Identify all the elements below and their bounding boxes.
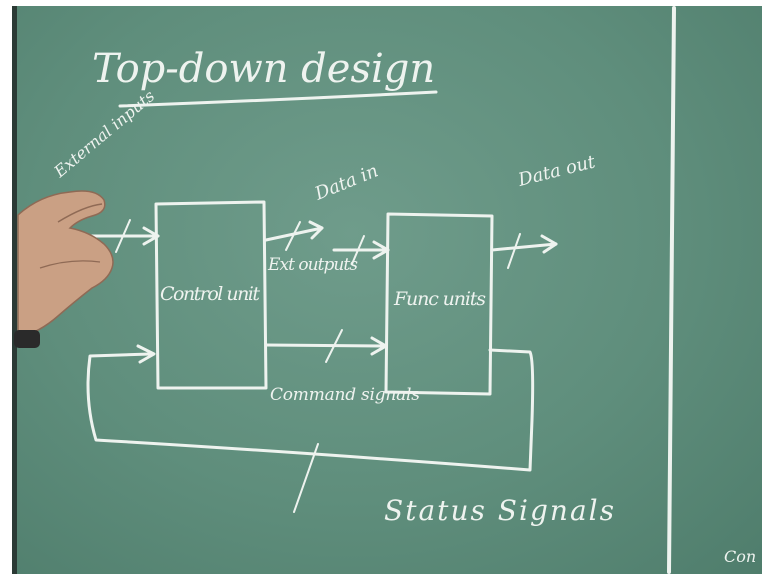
func-units-label: Func units (393, 288, 486, 310)
diagram-title: Top-down design (92, 46, 435, 92)
board-divider-line (669, 8, 674, 572)
status-signals-label: Status Signals (384, 494, 614, 527)
edge-text-fragment: Con (724, 547, 756, 566)
external-inputs-label: External inputs (50, 86, 159, 181)
command-signal-arrow (266, 345, 386, 346)
command-signals-label: Command signals (270, 385, 420, 405)
title-underline (120, 92, 436, 106)
watch-band (14, 330, 40, 348)
data-out-bus-slash (508, 234, 520, 268)
control-unit-label: Control unit (160, 283, 260, 305)
data-in-label: Data in (311, 160, 381, 205)
data-out-label: Data out (515, 151, 598, 191)
status-feedback-loop (88, 350, 533, 470)
ext-outputs-label: Ext outputs (267, 255, 358, 275)
lecturer-hand (14, 191, 113, 348)
